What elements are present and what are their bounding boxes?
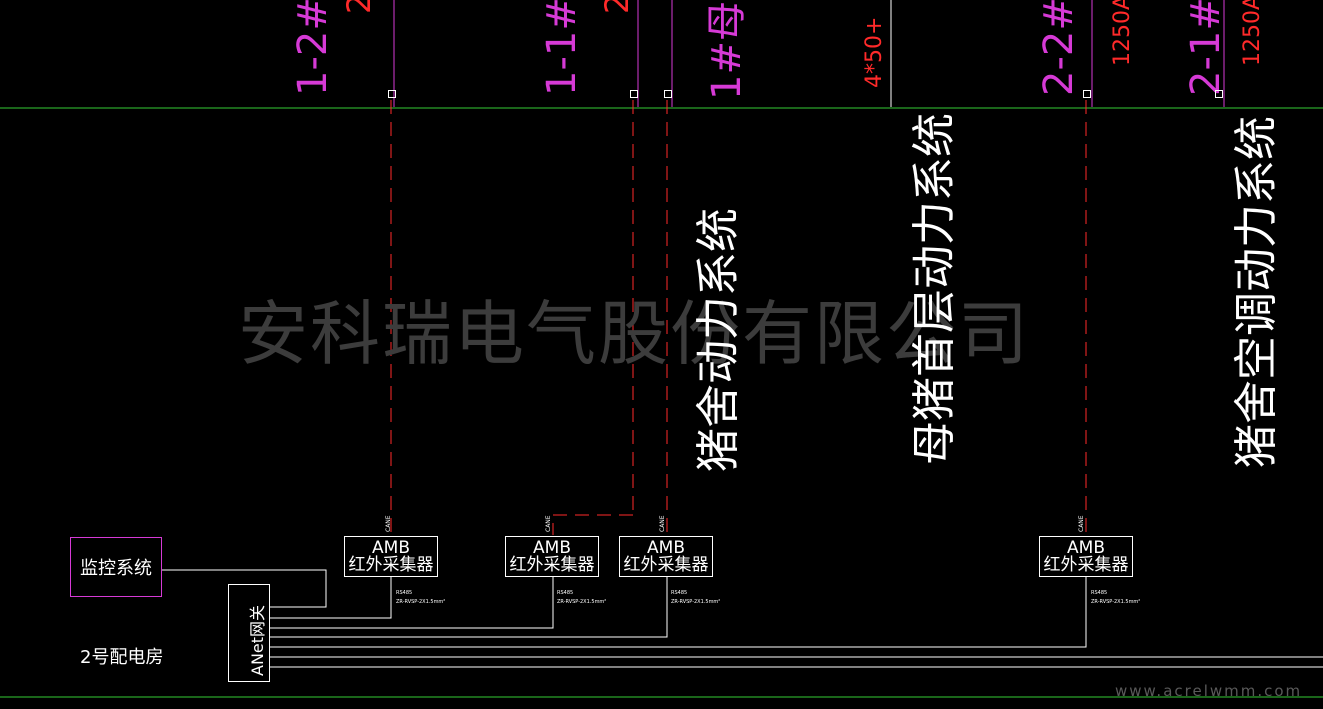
watermark: 安科瑞电气股份有限公司: [238, 293, 1030, 375]
system-sow-ground-power: 母猪首层动力系统: [909, 113, 960, 465]
anet-gateway-label: ANet网关: [248, 604, 267, 676]
label-1-2: 1-2#: [290, 0, 336, 96]
collector-1-name: 红外采集器: [348, 555, 434, 575]
label-1-1: 1-1#: [539, 0, 585, 96]
anet-gateway-box[interactable]: [228, 584, 270, 682]
collector-4[interactable]: AMB 红外采集器: [1039, 536, 1133, 577]
collector-4-bus: RS485: [1091, 590, 1108, 596]
collector-3-name: 红外采集器: [623, 555, 709, 575]
collector-4-name: 红外采集器: [1043, 555, 1129, 575]
label-cable-spec: 4*50+: [862, 16, 887, 88]
collector-2-name: 红外采集器: [509, 555, 595, 575]
collector-1-model: AMB: [372, 538, 410, 558]
monitor-system-label: 监控系统: [80, 558, 152, 579]
room-label: 2号配电房: [80, 647, 164, 668]
collector-3-bus: RS485: [671, 590, 688, 596]
label-2-2-rating: 1250A: [1110, 0, 1135, 66]
meter-tag-1: [388, 90, 396, 98]
meter-tag-5: [1215, 90, 1223, 98]
system-pig-house-power: 猪舍动力系统: [693, 208, 744, 472]
collector-2[interactable]: AMB 红外采集器: [505, 536, 599, 577]
collector-4-cable: ZR-RVSP-2X1.5mm²: [1091, 599, 1141, 605]
wire-collector-4: [270, 577, 1087, 648]
monitor-system-box[interactable]: 监控系统: [70, 537, 162, 597]
wire-collector-2: [270, 577, 554, 629]
dashed-link-11-bend: [552, 514, 633, 535]
can-tag-1: CANE: [385, 515, 392, 532]
wire-collector-3: [270, 577, 668, 638]
meter-tag-2: [630, 90, 638, 98]
monitor-wire: [162, 569, 327, 608]
collector-4-model: AMB: [1067, 538, 1105, 558]
collector-1-bus: RS485: [396, 590, 413, 596]
label-2-1-rating: 1250A: [1240, 0, 1265, 66]
website-watermark: www.acrelwmm.com: [1115, 682, 1303, 700]
collector-2-bus: RS485: [557, 590, 574, 596]
collector-2-model: AMB: [533, 538, 571, 558]
meter-tag-3: [664, 90, 672, 98]
can-tag-2: CANE: [545, 515, 552, 532]
collector-3-model: AMB: [647, 538, 685, 558]
wire-collector-1: [270, 577, 392, 619]
label-1-2-rating: 2: [340, 0, 378, 14]
label-2-1: 2-1#: [1183, 0, 1229, 96]
meter-tag-4: [1083, 90, 1091, 98]
label-1-busbar: 1#母线: [704, 0, 750, 100]
label-1-1-rating: 2: [598, 0, 636, 14]
collector-1[interactable]: AMB 红外采集器: [344, 536, 438, 577]
can-tag-3: CANE: [659, 515, 666, 532]
can-tag-4: CANE: [1078, 515, 1085, 532]
collector-2-cable: ZR-RVSP-2X1.5mm²: [557, 599, 607, 605]
system-pig-house-ac-power: 猪舍空调动力系统: [1231, 116, 1282, 468]
label-2-2: 2-2#: [1036, 0, 1082, 96]
collector-1-cable: ZR-RVSP-2X1.5mm²: [396, 599, 446, 605]
collector-3[interactable]: AMB 红外采集器: [619, 536, 713, 577]
collector-3-cable: ZR-RVSP-2X1.5mm²: [671, 599, 721, 605]
